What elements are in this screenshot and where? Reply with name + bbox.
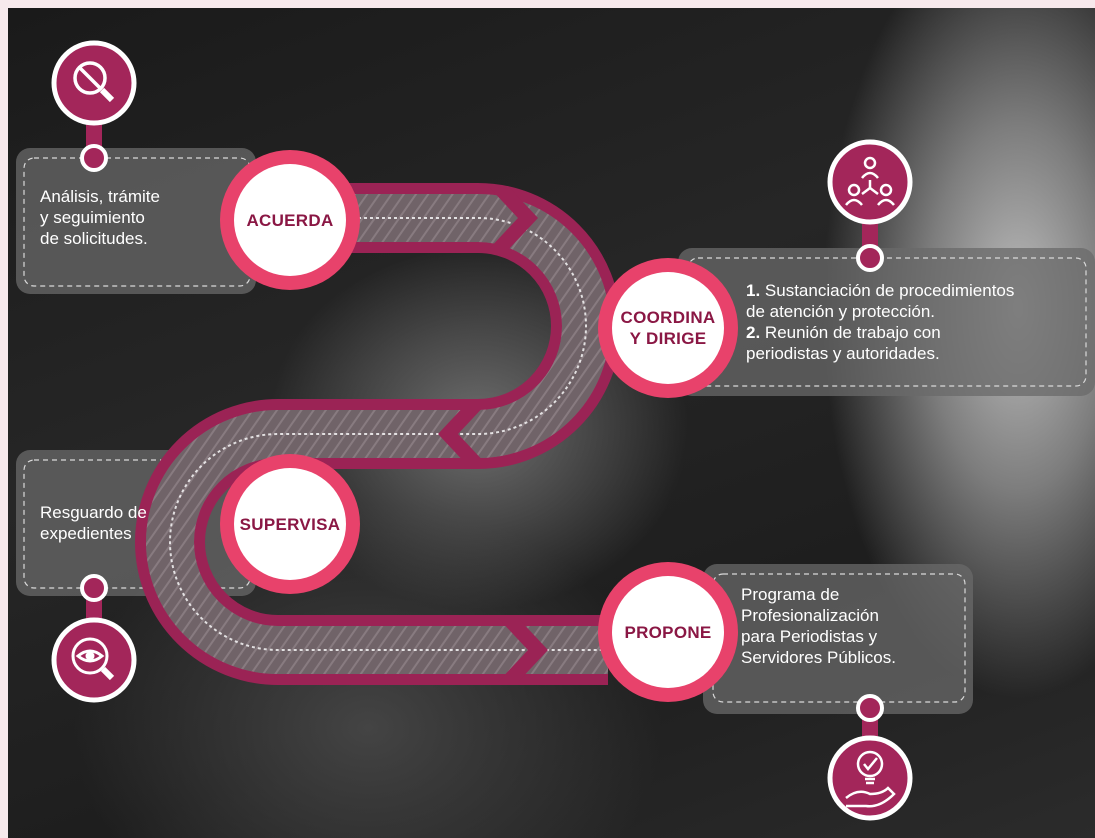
coordina-label-line2: Y DIRIGE [629,329,707,348]
propone-textbox [703,564,973,714]
acuerda-step-circle [220,150,360,290]
propone-icon-pin [827,694,913,821]
propone-line: Servidores Públicos. [741,648,896,667]
item-number: 1. [746,281,761,300]
acuerda-line: de solicitudes. [40,229,148,248]
propone-line: Programa de [741,585,840,604]
eye-search-icon [71,637,115,681]
supervisa-line: Resguardo de [40,503,147,522]
acuerda-label: ACUERDA [246,211,334,230]
chevron-right-icon [488,186,538,250]
item-text: Sustanciación de procedimientos [760,281,1015,300]
process-diagram [16,40,1095,821]
coordina-label: COORDINA Y DIRIGE [608,307,728,349]
hand-checklist-icon [845,750,896,808]
coordina-item-1-cont: de atención y protección. [746,302,936,321]
item-text: Reunión de trabajo con [760,323,941,342]
coordina-label-line1: COORDINA [620,308,716,327]
propone-step-circle [598,562,738,702]
coordina-description: 1. Sustanciación de procedimientos de at… [746,280,1014,364]
coordina-step-circle [598,258,738,398]
propone-description: Programa de Profesionalización para Peri… [741,584,896,668]
supervisa-label: SUPERVISA [239,515,341,534]
supervisa-step-circle [220,454,360,594]
chevron-right-icon [498,618,548,682]
acuerda-textbox [16,148,256,294]
coordina-item-1: 1. Sustanciación de procedimientos [746,280,1014,301]
acuerda-line: Análisis, trámite [40,187,160,206]
coordina-item-2-cont: periodistas y autoridades. [746,344,940,363]
item-number: 2. [746,323,761,342]
coordina-item-2: 2. Reunión de trabajo con [746,322,1014,343]
supervisa-line: expedientes [40,524,132,543]
propone-label: PROPONE [624,623,712,642]
search-ban-icon [73,61,115,103]
serpentine-path [135,183,621,685]
supervisa-description: Resguardo de expedientes [40,502,147,544]
acuerda-line: y seguimiento [40,208,145,227]
propone-line: para Periodistas y [741,627,878,646]
acuerda-description: Análisis, trámite y seguimiento de solic… [40,186,160,249]
coordina-textbox [678,248,1095,396]
people-network-icon [845,156,895,206]
infographic: ACUERDA COORDINA Y DIRIGE SUPERVISA PROP… [8,8,1095,838]
chevron-left-icon [438,402,488,466]
propone-line: Profesionalización [741,606,879,625]
